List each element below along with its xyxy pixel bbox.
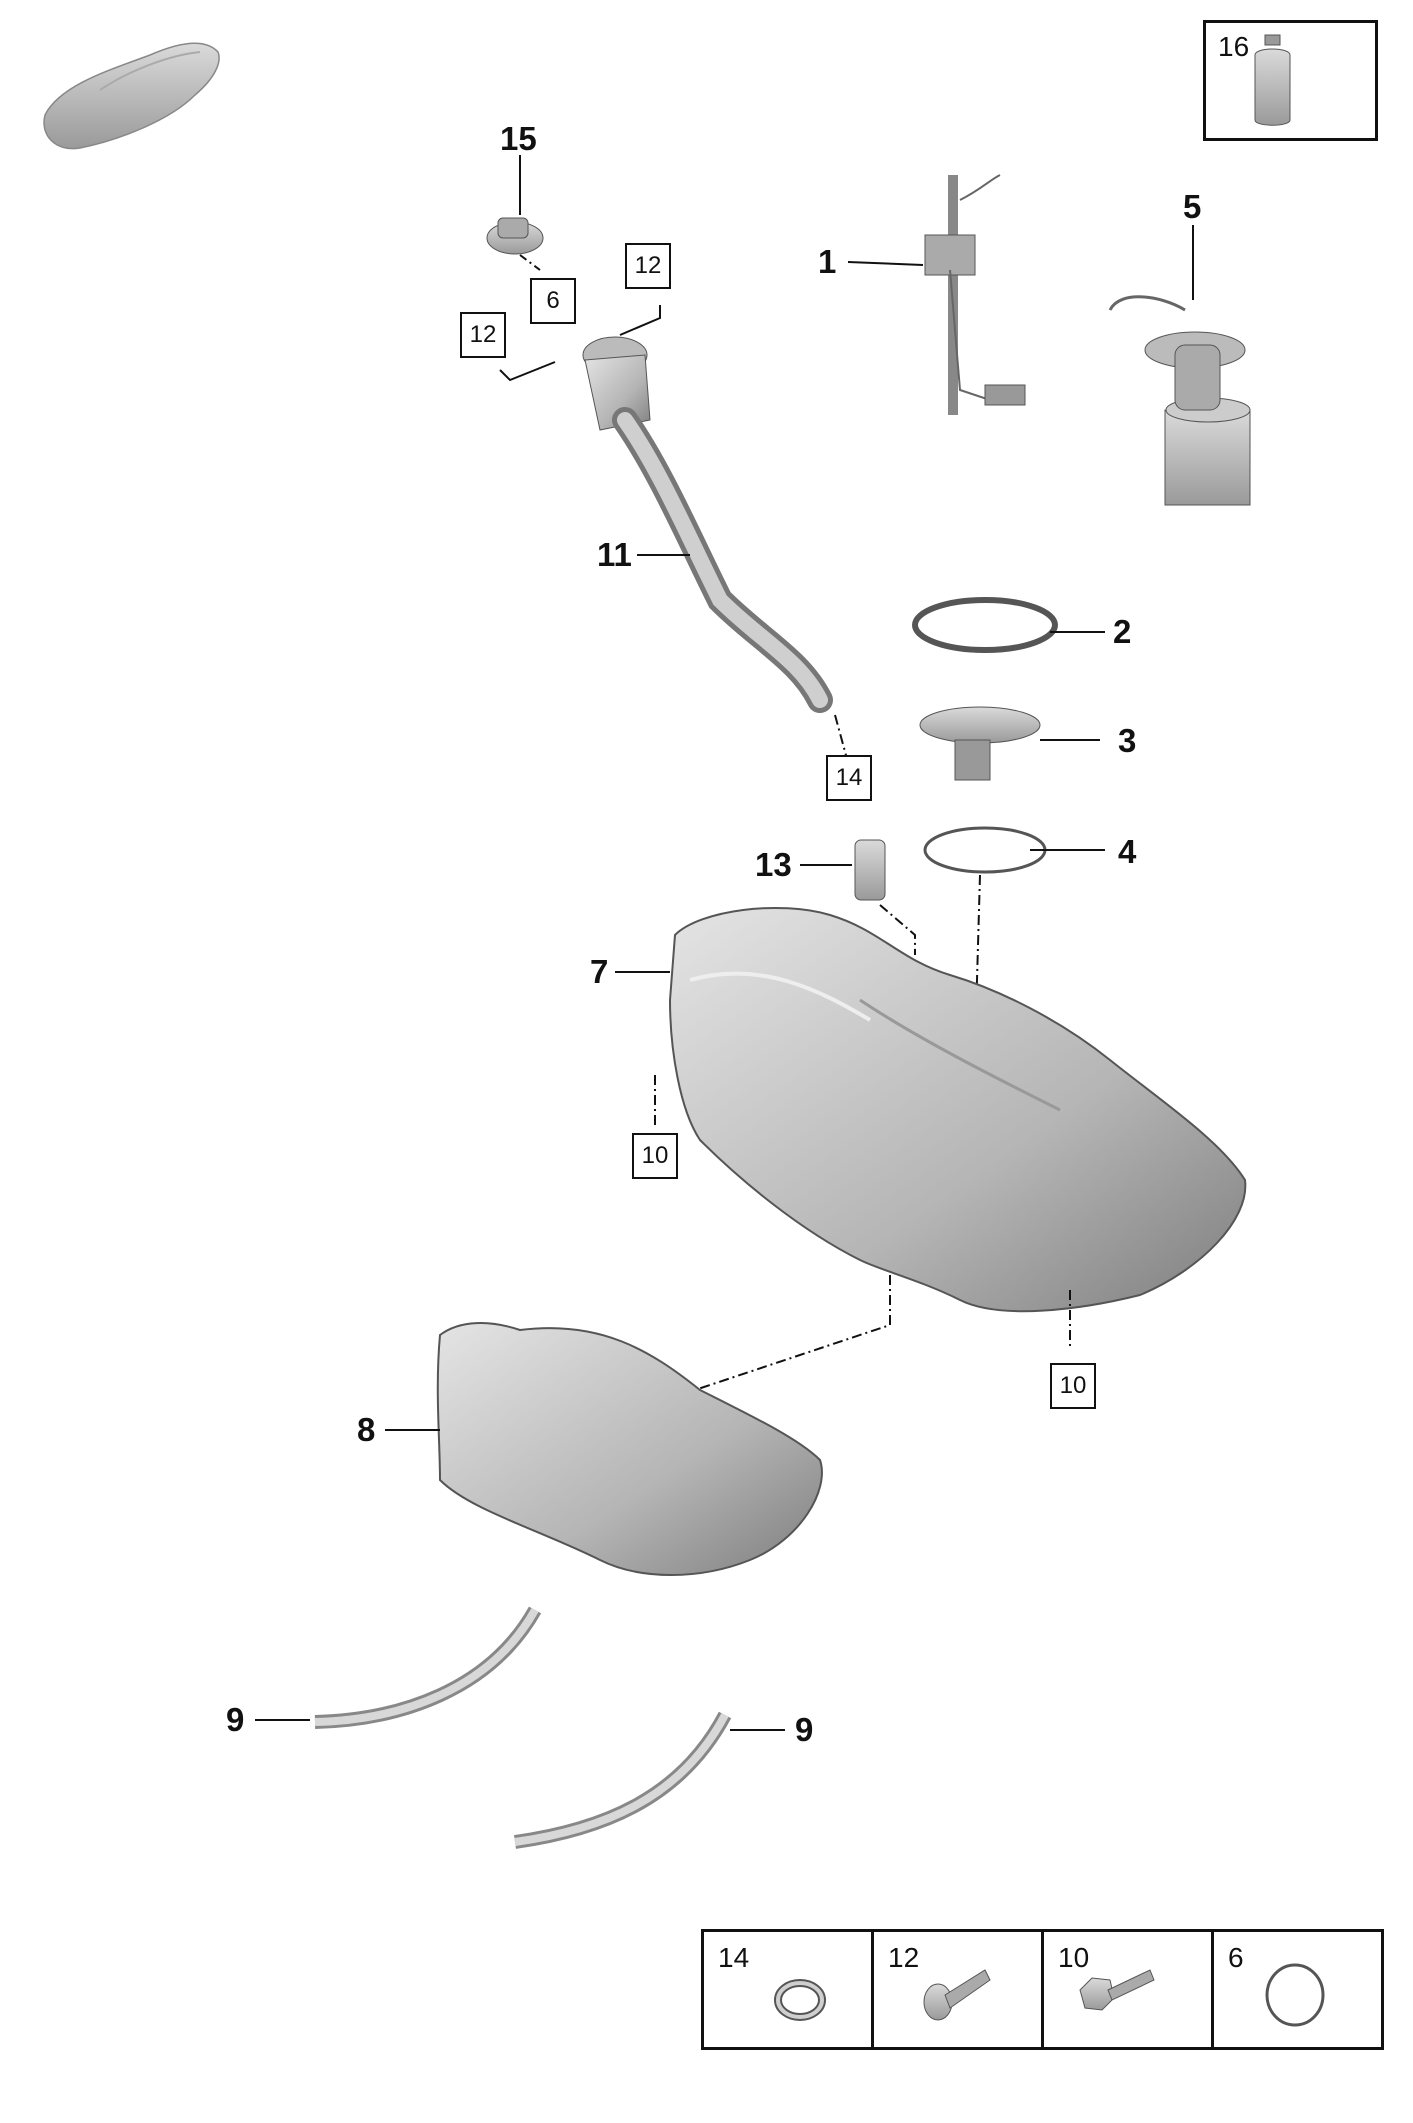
fuel-cap-part-15 <box>486 217 544 271</box>
connector-part-13 <box>854 839 916 955</box>
flange-part-3 <box>919 706 1041 781</box>
leader-lines <box>255 155 1194 1731</box>
callout-13: 13 <box>755 846 792 883</box>
callout-2: 2 <box>1113 613 1132 650</box>
hex-bolt-icon <box>1079 1969 1155 2011</box>
locking-ring-part-2 <box>912 597 1058 653</box>
callout-3: 3 <box>1118 722 1137 759</box>
boxed-ref-14: 14 <box>826 755 872 801</box>
boxed-ref-12-top: 12 <box>625 243 671 289</box>
callout-9a: 9 <box>226 1701 245 1738</box>
boxed-ref-12-left: 12 <box>460 312 506 358</box>
fuel-pump-part-5 <box>1108 295 1251 506</box>
legend-cell-o-ring: 6 <box>1214 1932 1381 2047</box>
fuel-sender-part-1 <box>924 174 1026 415</box>
boxed-ref-10-left: 10 <box>632 1133 678 1179</box>
filler-neck-part-11 <box>582 336 851 771</box>
callout-4: 4 <box>1118 833 1137 870</box>
legend-cell-hex-bolt: 10 <box>1044 1932 1214 2047</box>
screw-icon <box>923 1969 991 2021</box>
legend-number: 12 <box>888 1942 920 1973</box>
callout-9b: 9 <box>795 1711 814 1748</box>
legend-number: 6 <box>1228 1942 1244 1973</box>
legend-cell-screw: 12 <box>874 1932 1044 2047</box>
hardware-legend-table: 14 12 10 6 <box>701 1929 1384 2050</box>
callout-5: 5 <box>1183 188 1202 225</box>
callout-15: 15 <box>500 120 537 157</box>
bottle-number: 16 <box>1218 31 1250 62</box>
bottle-reference-box: 16 <box>1203 20 1378 141</box>
heat-shield-part-8 <box>436 1322 823 1576</box>
legend-number: 10 <box>1058 1942 1090 1973</box>
callout-1: 1 <box>818 243 837 280</box>
fuel-tank-part-7 <box>574 906 1247 1470</box>
callout-8: 8 <box>357 1411 376 1448</box>
boxed-ref-10-right: 10 <box>1050 1363 1096 1409</box>
callout-11: 11 <box>597 536 632 573</box>
boxed-ref-6: 6 <box>530 278 576 324</box>
tank-strap-part-9a <box>314 1606 542 1729</box>
fluid-bottle-icon <box>1254 34 1291 126</box>
legend-number: 14 <box>718 1942 750 1973</box>
tank-strap-part-9b <box>514 1711 732 1849</box>
legend-cell-hose-clamp: 14 <box>704 1932 874 2047</box>
o-ring-icon <box>1265 1963 1325 2027</box>
callout-7: 7 <box>590 953 609 990</box>
car-silhouette-icon <box>43 42 220 150</box>
hose-clamp-icon <box>774 1979 826 2021</box>
